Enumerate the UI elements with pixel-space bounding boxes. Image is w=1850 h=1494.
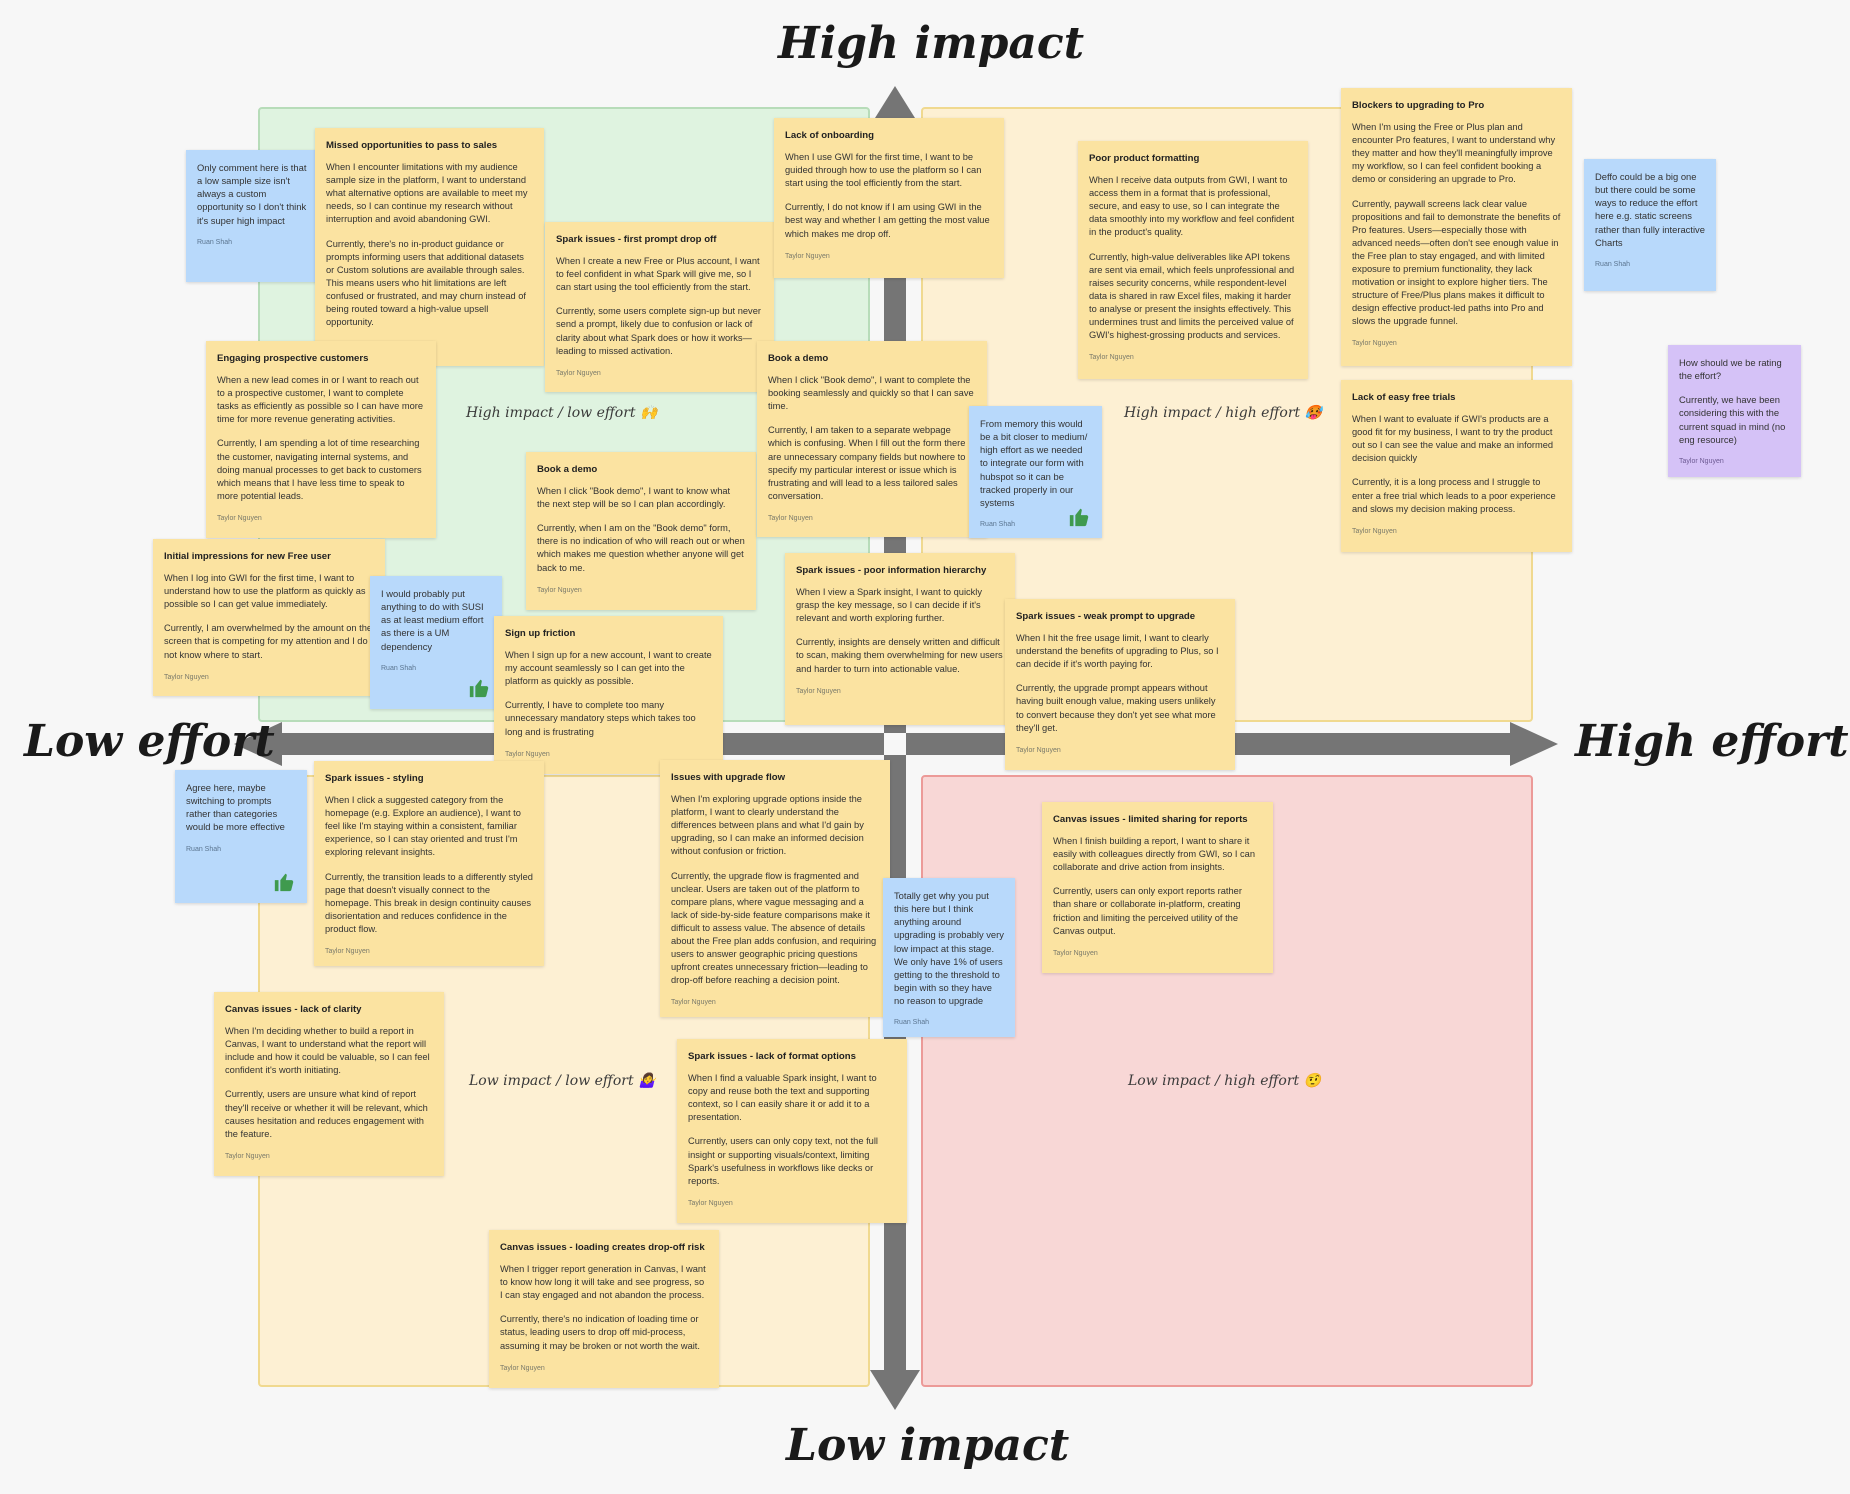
sticky-note[interactable]: Issues with upgrade flow When I'm explor… <box>660 760 890 1017</box>
comment-note[interactable]: Only comment here is that a low sample s… <box>186 150 320 282</box>
comment-note[interactable]: Totally get why you put this here but I … <box>883 878 1015 1037</box>
thumbs-up-icon <box>274 873 294 892</box>
sticky-note[interactable]: Spark issues - lack of format options Wh… <box>677 1039 907 1223</box>
sticky-note[interactable]: Book a demo When I click "Book demo", I … <box>526 452 756 610</box>
comment-note[interactable]: How should we be rating the effort? Curr… <box>1668 345 1801 477</box>
sticky-note[interactable]: Initial impressions for new Free user Wh… <box>153 539 385 696</box>
quadrant-label: Low impact / high effort 🤨 <box>1128 1073 1322 1089</box>
sticky-note[interactable]: Spark issues - first prompt drop off Whe… <box>545 222 774 392</box>
sticky-note[interactable]: Canvas issues - loading creates drop-off… <box>489 1230 719 1388</box>
sticky-note[interactable]: Sign up friction When I sign up for a ne… <box>494 616 723 774</box>
sticky-note[interactable]: Spark issues - poor information hierarch… <box>785 553 1015 725</box>
axis-gap <box>884 733 906 755</box>
axis-label-left: Low effort <box>24 716 275 767</box>
sticky-note[interactable]: Engaging prospective customers When a ne… <box>206 341 436 538</box>
arrow-right-icon <box>1510 722 1558 766</box>
comment-note[interactable]: From memory this would be a bit closer t… <box>969 406 1102 538</box>
axis-label-right: High effort <box>1575 716 1849 767</box>
sticky-note[interactable]: Missed opportunities to pass to sales Wh… <box>315 128 544 366</box>
sticky-note[interactable]: Blockers to upgrading to Pro When I'm us… <box>1341 88 1572 366</box>
thumbs-up-icon <box>1069 508 1089 527</box>
sticky-note[interactable]: Spark issues - styling When I click a su… <box>314 761 544 966</box>
sticky-note[interactable]: Book a demo When I click "Book demo", I … <box>757 341 987 537</box>
sticky-note[interactable]: Canvas issues - lack of clarity When I'm… <box>214 992 444 1176</box>
quadrant-label: High impact / high effort 🥵 <box>1124 405 1323 421</box>
quadrant-label: High impact / low effort 🙌 <box>466 405 658 421</box>
sticky-note[interactable]: Poor product formatting When I receive d… <box>1078 141 1308 379</box>
sticky-note[interactable]: Canvas issues - limited sharing for repo… <box>1042 802 1273 973</box>
arrow-up-icon <box>870 86 920 126</box>
thumbs-up-icon <box>469 679 489 698</box>
quadrant-label: Low impact / low effort 🤷‍♀️ <box>469 1073 656 1089</box>
arrow-down-icon <box>870 1370 920 1410</box>
comment-note[interactable]: Deffo could be a big one but there could… <box>1584 159 1716 291</box>
sticky-note[interactable]: Lack of easy free trials When I want to … <box>1341 380 1572 552</box>
axis-label-top: High impact <box>778 18 1085 69</box>
sticky-note[interactable]: Lack of onboarding When I use GWI for th… <box>774 118 1004 278</box>
comment-note[interactable]: I would probably put anything to do with… <box>370 576 502 709</box>
axis-label-bottom: Low impact <box>786 1420 1070 1471</box>
comment-note[interactable]: Agree here, maybe switching to prompts r… <box>175 770 307 903</box>
arrow-left-icon <box>234 722 282 766</box>
sticky-note[interactable]: Spark issues - weak prompt to upgrade Wh… <box>1005 599 1235 770</box>
